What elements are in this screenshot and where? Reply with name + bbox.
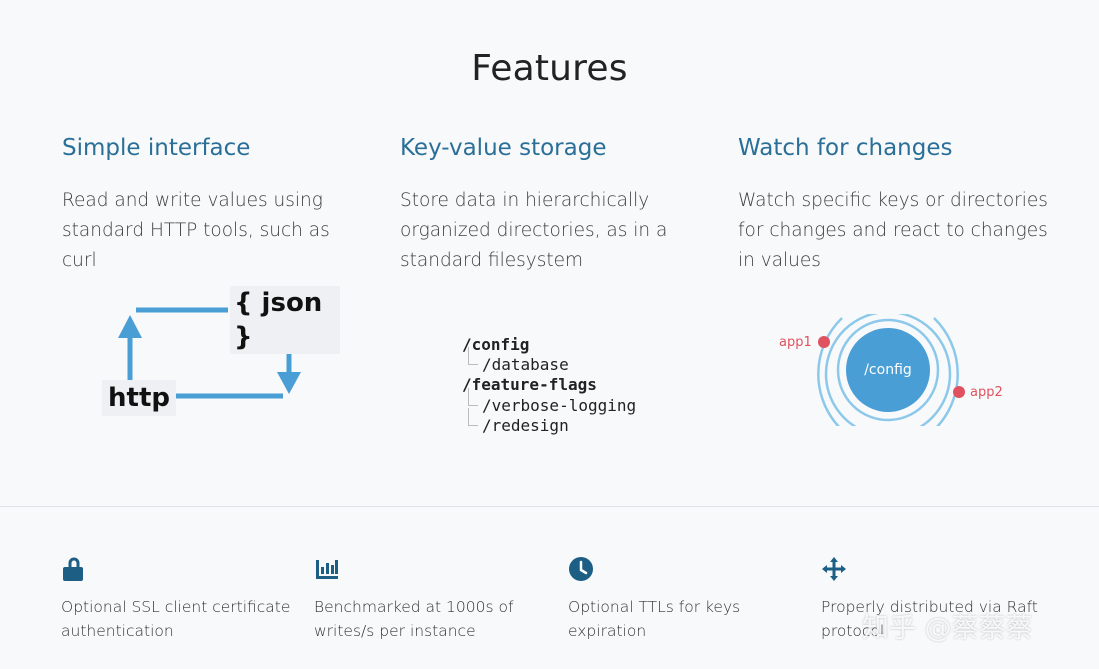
watch-diagram: /config app1 app2 (772, 314, 1003, 429)
feature-description: Read and write values using standard HTT… (62, 190, 330, 271)
lock-icon (63, 557, 83, 581)
extra-text: Benchmarked at 1000s of writes/s per ins… (314, 598, 514, 640)
app2-dot (953, 386, 965, 398)
tree-item-redesign: /redesign (462, 407, 636, 436)
tree-item-verbose-logging: /verbose-logging (462, 387, 636, 416)
directory-tree: /config /database /feature-flags /verbos… (462, 335, 636, 436)
section-divider (0, 506, 1099, 507)
watermark: 知乎 @蔡蔡蔡 (862, 613, 1033, 644)
watch-center-label: /config (864, 362, 912, 378)
json-label: { json } (230, 286, 340, 354)
app1-label: app1 (779, 335, 812, 350)
extra-text: Optional TTLs for keys expiration (568, 598, 741, 640)
extra-raft: Properly distributed via Raft protocol (821, 556, 1051, 643)
http-label: http (102, 380, 176, 416)
move-arrows-icon (822, 557, 846, 581)
feature-watch-changes: Watch for changes Watch specific keys or… (738, 132, 1048, 276)
clock-icon (569, 557, 593, 581)
feature-description: Watch specific keys or directories for c… (738, 190, 1048, 271)
feature-heading: Simple interface (62, 135, 251, 161)
feature-key-value-storage: Key-value storage Store data in hierarch… (400, 132, 710, 276)
bar-chart-icon (316, 560, 338, 579)
feature-heading: Watch for changes (738, 135, 953, 161)
config-node (846, 328, 930, 412)
extra-ssl: Optional SSL client certificate authenti… (61, 556, 291, 643)
feature-description: Store data in hierarchically organized d… (400, 190, 668, 271)
tree-item-database: /database (462, 347, 636, 375)
tree-item-config: /config (462, 335, 530, 354)
app2-label: app2 (970, 385, 1002, 400)
extra-text: Optional SSL client certificate authenti… (61, 598, 291, 640)
page-title: Features (471, 48, 628, 89)
http-json-diagram: { json } http (100, 284, 340, 424)
feature-simple-interface: Simple interface Read and write values u… (62, 132, 372, 276)
feature-heading: Key-value storage (400, 135, 607, 161)
tree-item-feature-flags: /feature-flags (462, 375, 597, 395)
app1-dot (818, 336, 830, 348)
extra-ttl: Optional TTLs for keys expiration (568, 556, 798, 643)
extra-text: Properly distributed via Raft protocol (821, 598, 1038, 640)
extra-benchmark: Benchmarked at 1000s of writes/s per ins… (314, 556, 544, 643)
